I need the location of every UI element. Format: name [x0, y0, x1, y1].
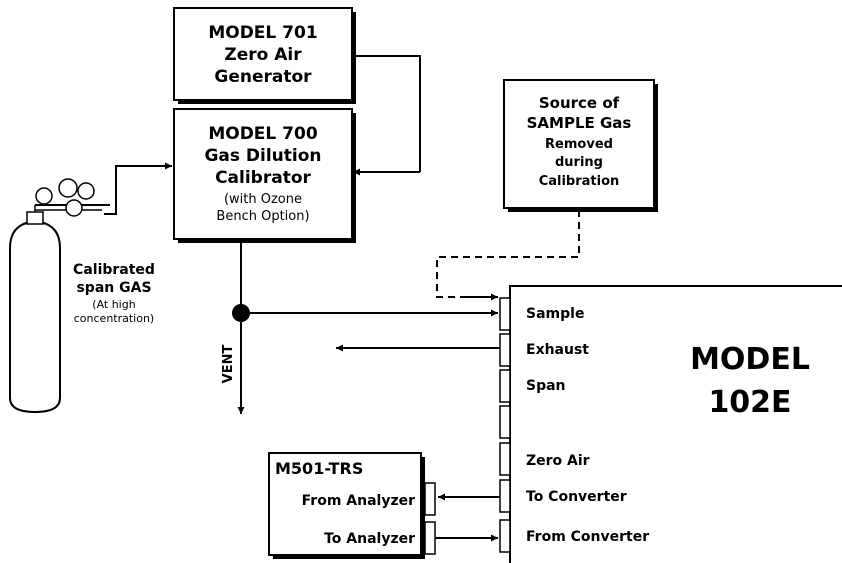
port-span — [499, 369, 511, 403]
port-label-span: Span — [526, 378, 566, 394]
vent-label: VENT — [221, 345, 236, 384]
source-line5: Calibration — [539, 174, 620, 189]
port-label-exhaust: Exhaust — [526, 342, 589, 358]
cylinder-label: Calibrated span GAS (At high concentrati… — [73, 262, 155, 325]
model-701-line1: MODEL 701 — [208, 23, 317, 43]
cylinder-line1: Calibrated — [73, 262, 155, 278]
model-700-line2: Gas Dilution — [204, 146, 321, 166]
model-700-line3: Calibrator — [215, 168, 311, 188]
cylinder-line4: concentration) — [74, 312, 154, 325]
gas-cylinder — [9, 178, 110, 414]
source-line1: Source of — [539, 94, 620, 112]
port-to-converter — [499, 479, 511, 513]
regulator-gauge-icon — [65, 199, 83, 217]
regulator-gauge-icon — [35, 187, 53, 205]
source-line4: during — [555, 155, 603, 170]
port-sample — [499, 297, 511, 331]
source-line2: SAMPLE Gas — [527, 114, 632, 132]
port-label-from-converter: From Converter — [526, 529, 649, 545]
port-label-sample: Sample — [526, 306, 584, 322]
m501-to-analyzer: To Analyzer — [324, 531, 415, 547]
m501-port-to — [424, 521, 436, 555]
cylinder-line3: (At high — [92, 298, 135, 311]
model-701-line3: Generator — [214, 67, 312, 87]
port-zero-air — [499, 442, 511, 476]
model-700-line4: (with Ozone — [224, 192, 302, 207]
zero-air-line — [352, 55, 421, 172]
regulator-gauge-icon — [58, 178, 78, 198]
port-blank — [499, 405, 511, 439]
span-gas-line — [104, 165, 130, 215]
m501-port-from — [424, 482, 436, 516]
source-line3: Removed — [545, 137, 613, 152]
model-700-line1: MODEL 700 — [208, 124, 318, 144]
sample-source-box: Source of SAMPLE Gas Removed during Cali… — [503, 79, 658, 212]
m501-from-analyzer: From Analyzer — [302, 493, 415, 509]
model-102e-title2: 102E — [708, 385, 791, 420]
model-102e-ports: Sample Exhaust Span Zero Air To Converte… — [499, 297, 649, 553]
port-exhaust — [499, 333, 511, 367]
port-label-to-converter: To Converter — [526, 489, 627, 505]
model-701-box: MODEL 701 Zero Air Generator — [173, 7, 356, 104]
removed-sample-line — [436, 210, 580, 298]
model-102e-title1: MODEL — [690, 342, 810, 377]
m501-title: M501-TRS — [275, 459, 363, 478]
model-700-box: MODEL 700 Gas Dilution Calibrator (with … — [173, 108, 356, 243]
model-102e-box: MODEL 102E — [509, 285, 842, 563]
port-from-converter — [499, 519, 511, 553]
regulator-gauge-icon — [77, 182, 95, 200]
cylinder-line2: span GAS — [76, 280, 151, 296]
model-701-line2: Zero Air — [224, 45, 302, 65]
port-label-zero-air: Zero Air — [526, 453, 590, 469]
model-700-line5: Bench Option) — [216, 209, 309, 224]
m501-trs-box: M501-TRS From Analyzer To Analyzer — [268, 452, 436, 559]
